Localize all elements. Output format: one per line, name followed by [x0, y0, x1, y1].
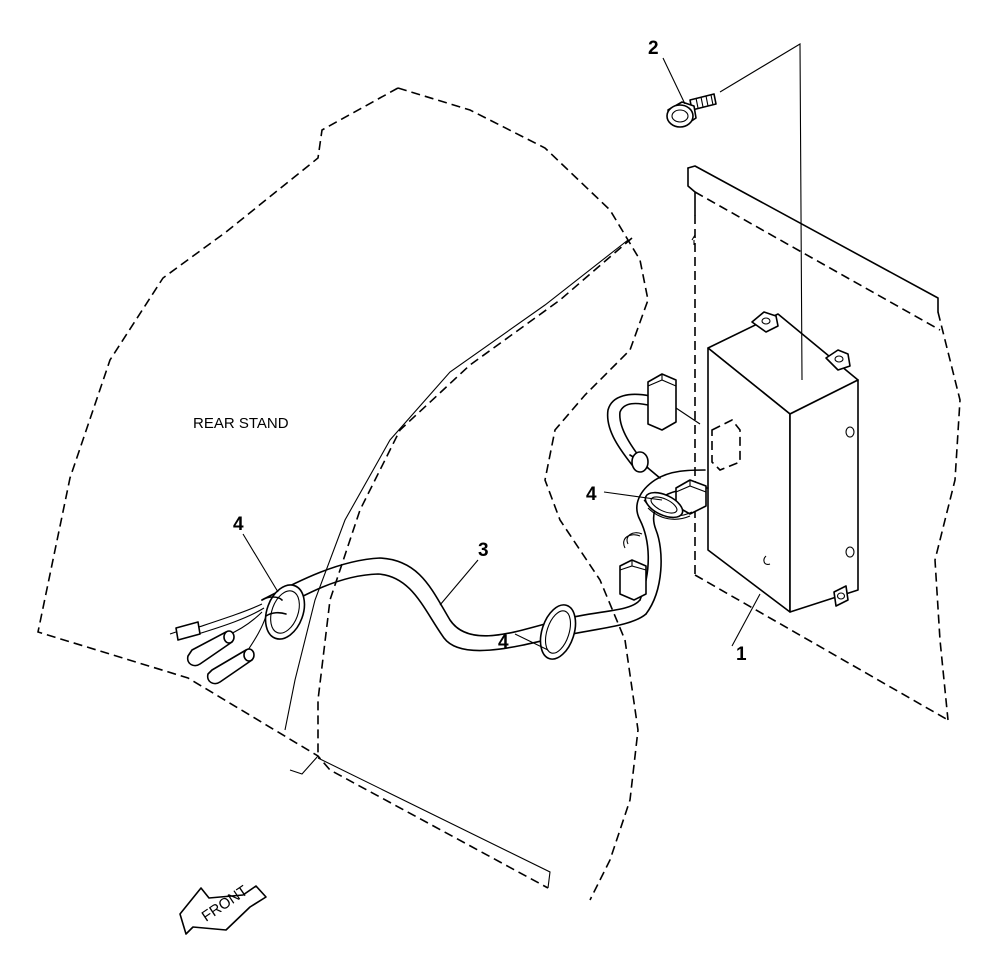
front-direction-arrow: FRONT [179, 882, 267, 935]
rear-stand-outline [37, 87, 649, 901]
callout-1: 1 [736, 644, 747, 665]
bolt [666, 93, 717, 128]
callout-4-left: 4 [233, 514, 244, 535]
callout-4-middle: 4 [498, 632, 509, 653]
mounting-bracket [687, 165, 961, 721]
clamp-left [261, 584, 306, 640]
rear-stand-label: REAR STAND [193, 415, 289, 432]
leader-lines [242, 57, 761, 651]
controller-box [707, 311, 859, 613]
clamp-middle [539, 604, 577, 660]
callout-2: 2 [648, 38, 659, 59]
installation-guide-lines [719, 43, 803, 381]
callout-3: 3 [478, 540, 489, 561]
callout-4-right: 4 [586, 484, 597, 505]
